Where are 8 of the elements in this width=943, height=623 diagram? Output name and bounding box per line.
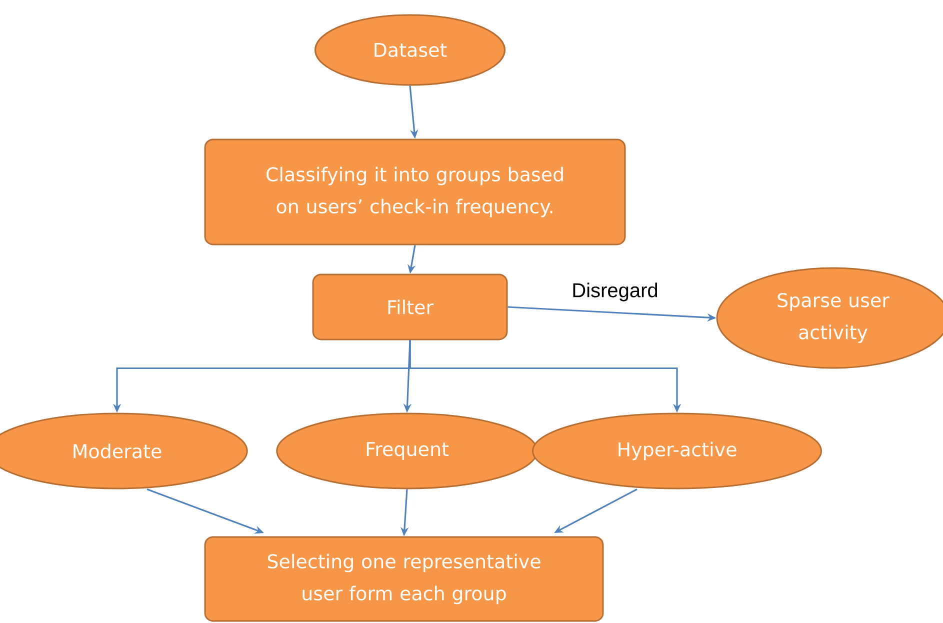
oval-node: Sparse user activity <box>716 267 943 369</box>
oval-node: Frequent <box>276 412 538 490</box>
oval-node: Dataset <box>314 14 506 86</box>
process-box: Filter <box>312 274 508 340</box>
oval-node: Hyper-active <box>532 412 822 490</box>
edge-label: Disregard <box>573 282 658 302</box>
process-box: Selecting one representative user form each group <box>204 536 604 622</box>
process-box: Classifying it into groups based on users’ check-in frequency. <box>204 138 626 246</box>
